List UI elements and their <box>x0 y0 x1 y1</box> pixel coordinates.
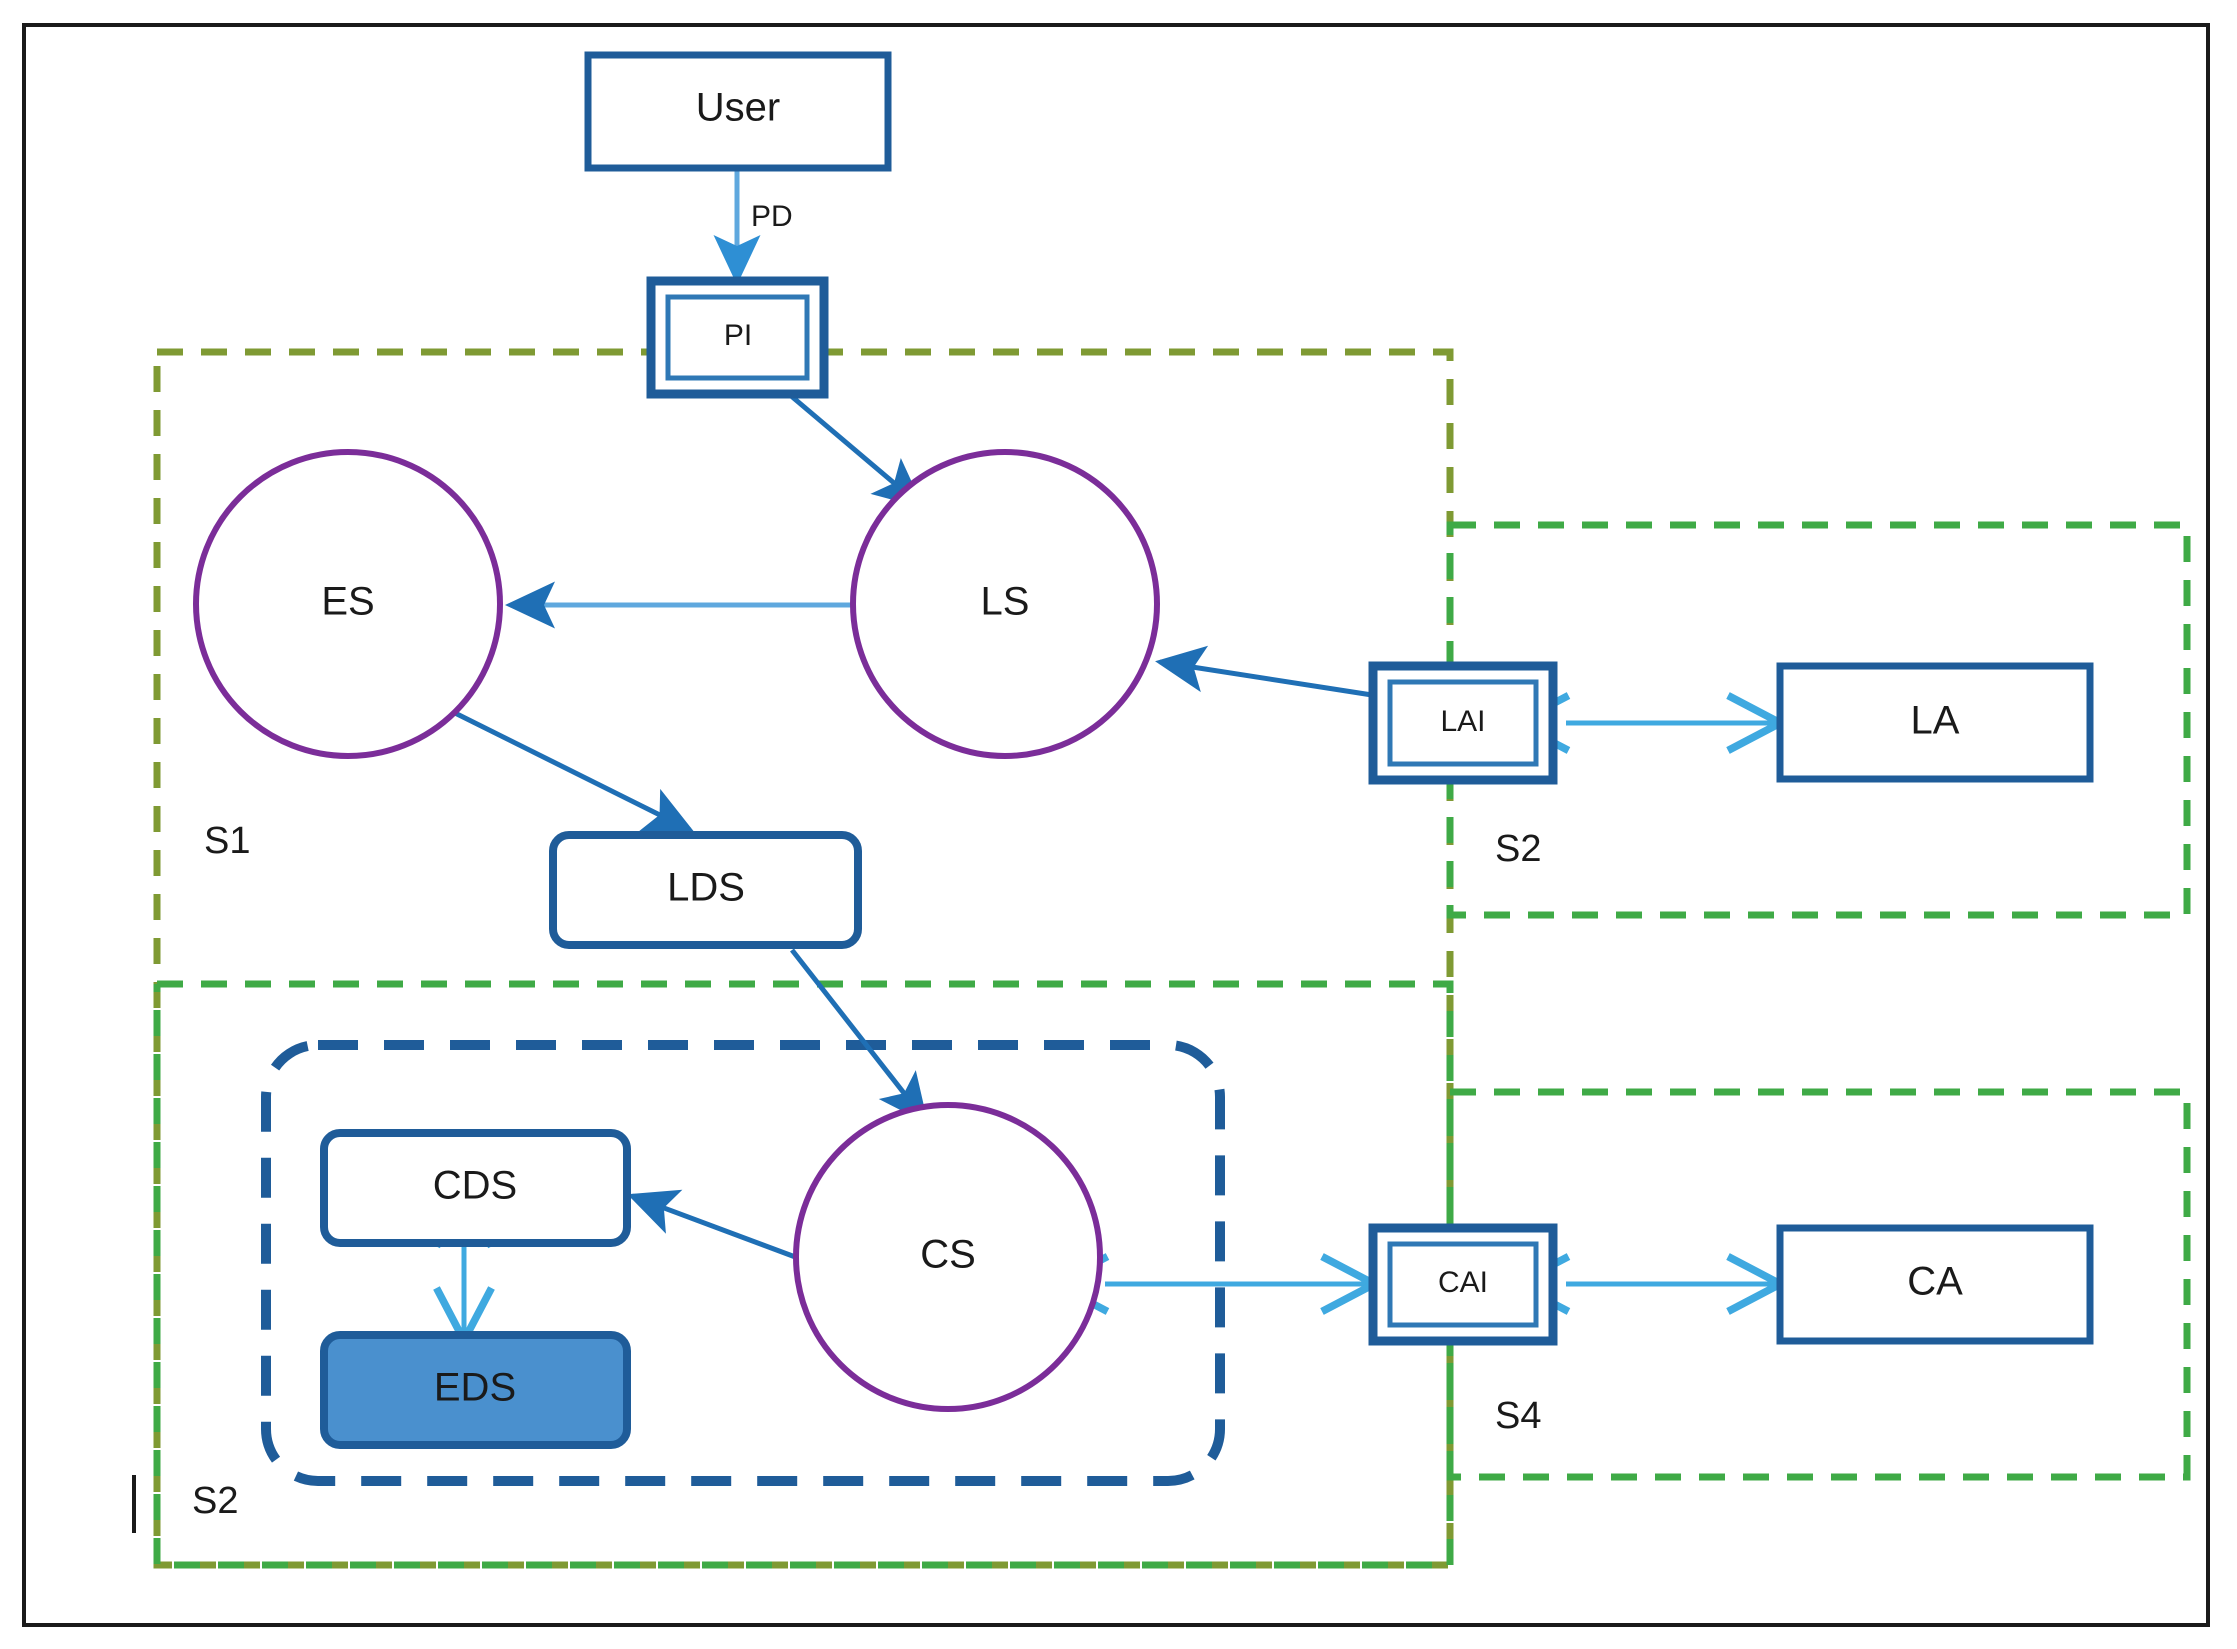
node-la[interactable]: LA <box>1776 662 2094 783</box>
zone-label-s4: S4 <box>1495 1395 1541 1437</box>
node-user-label: User <box>696 86 780 130</box>
node-cs-label: CS <box>920 1233 976 1277</box>
edge-lds-cs <box>790 948 929 1124</box>
node-lds[interactable]: LDS <box>549 831 862 949</box>
edge-es-lds <box>453 710 695 833</box>
node-es-label: ES <box>321 580 374 624</box>
edge-label-pd: PD <box>751 200 793 233</box>
node-pi-label: PI <box>724 319 752 352</box>
zone-label-s1: S1 <box>204 820 250 862</box>
node-cai-label: CAI <box>1438 1266 1488 1299</box>
zone-s2-right-boundary <box>1446 521 2191 919</box>
zone-label-s2-right: S2 <box>1495 828 1541 870</box>
node-es[interactable]: ES <box>193 449 503 759</box>
node-cds[interactable]: CDS <box>320 1129 631 1247</box>
node-pi[interactable]: PI <box>646 276 829 399</box>
node-eds[interactable]: EDS <box>320 1331 631 1449</box>
node-la-label: LA <box>1911 699 1960 743</box>
node-lai-label: LAI <box>1440 705 1485 738</box>
node-cs[interactable]: CS <box>793 1102 1103 1412</box>
node-ca[interactable]: CA <box>1776 1224 2094 1345</box>
edge-cs-cds <box>627 1189 799 1261</box>
zone-s4-boundary <box>1446 1088 2191 1481</box>
zone-label-s2-lower: S2 <box>192 1480 238 1522</box>
node-lds-label: LDS <box>667 866 745 910</box>
node-ls-label: LS <box>981 580 1030 624</box>
node-cds-label: CDS <box>433 1164 517 1208</box>
node-cai[interactable]: CAI <box>1368 1223 1558 1346</box>
zone-inner-blue-boundary <box>261 1040 1225 1486</box>
node-eds-label: EDS <box>434 1366 516 1410</box>
edge-pi-ls <box>788 393 924 509</box>
node-ls[interactable]: LS <box>850 449 1160 759</box>
node-user[interactable]: User <box>584 51 892 172</box>
node-ca-label: CA <box>1907 1260 1963 1304</box>
zone-s2-lower-boundary <box>153 980 1454 1569</box>
edge-lai-ls <box>1155 645 1373 698</box>
node-lai[interactable]: LAI <box>1368 661 1558 785</box>
